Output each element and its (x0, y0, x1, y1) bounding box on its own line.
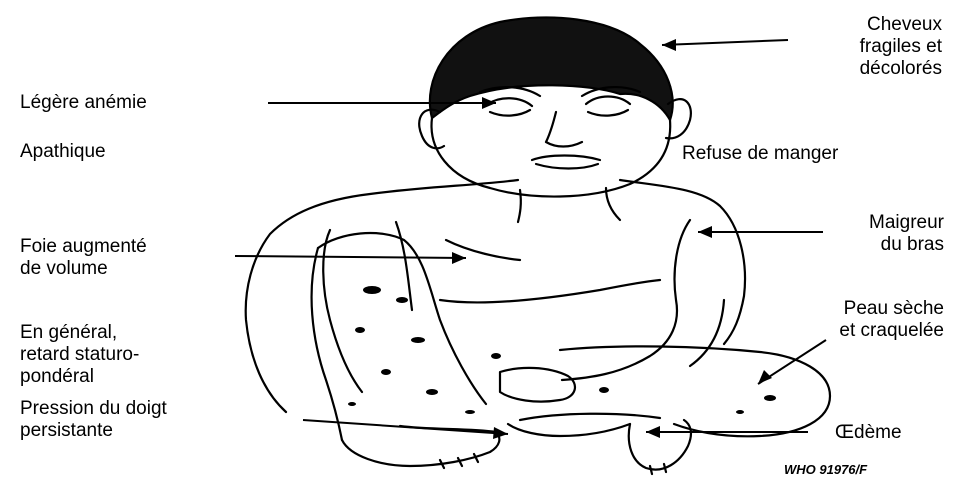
label-maigreur: Maigreur du bras (869, 212, 944, 256)
label-pression: Pression du doigt persistante (20, 398, 167, 442)
mouth (532, 156, 600, 169)
label-anemie: Légère anémie (20, 92, 147, 114)
left-arm (323, 230, 362, 392)
figure-credit: WHO 91976/F (784, 462, 867, 477)
right-arm (562, 220, 690, 380)
right-eye (586, 97, 630, 116)
left-eye (488, 98, 532, 115)
label-cheveux: Cheveux fragiles et décolorés (860, 14, 942, 80)
hair (430, 17, 673, 120)
pointer-cheveux (662, 40, 788, 45)
label-peau: Peau sèche et craquelée (839, 298, 944, 342)
nose (546, 112, 582, 147)
hands (500, 368, 575, 402)
torso (246, 180, 518, 412)
belly (440, 280, 660, 302)
label-general: En général, retard staturo- pondéral (20, 322, 139, 388)
pointer-pression (303, 420, 508, 434)
pointer-foie (235, 256, 466, 258)
label-refuse: Refuse de manger (682, 143, 838, 165)
label-apathique: Apathique (20, 141, 106, 163)
label-oedeme: Œdème (835, 422, 902, 444)
label-foie: Foie augmenté de volume (20, 236, 147, 280)
